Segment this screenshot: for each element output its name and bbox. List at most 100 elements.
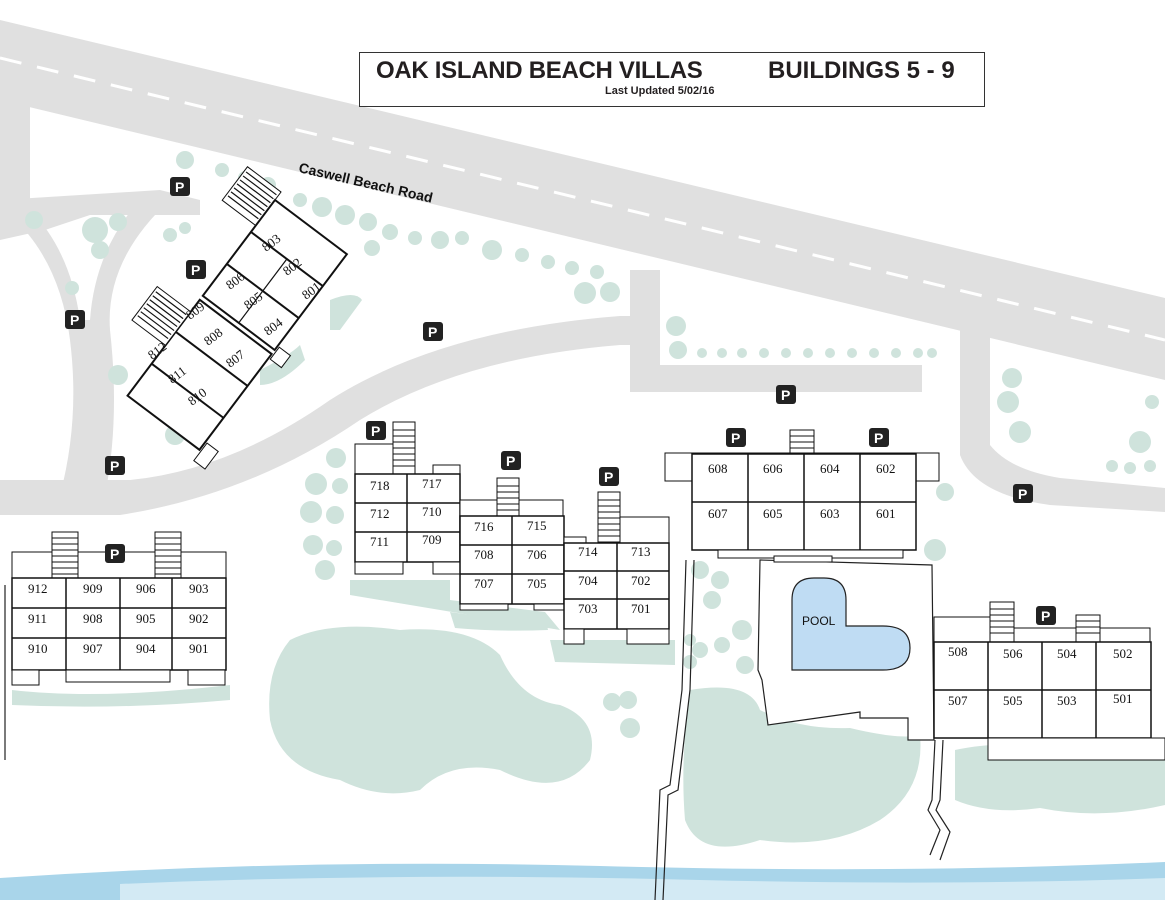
parking-icon: P [186, 260, 206, 279]
parking-markers: P P P P P P P P P P P P P P [65, 177, 1056, 625]
svg-text:P: P [604, 469, 613, 485]
pool-deck [757, 559, 935, 741]
walkways [4, 559, 951, 900]
unit-506: 506 [1003, 646, 1023, 661]
svg-text:P: P [175, 179, 184, 195]
unit-909: 909 [83, 581, 103, 596]
unit-911: 911 [28, 611, 47, 626]
building-6-unit-labels: 608 606 604 602 607 605 603 601 [708, 461, 896, 521]
building-9 [11, 531, 227, 686]
svg-text:P: P [1041, 608, 1050, 624]
unit-503: 503 [1057, 693, 1077, 708]
building-7a-unit-labels: 718 717 712 710 711 709 [370, 476, 442, 549]
unit-502: 502 [1113, 646, 1133, 661]
unit-709: 709 [422, 532, 442, 547]
unit-602: 602 [876, 461, 896, 476]
building-7b [459, 477, 565, 611]
svg-text:P: P [110, 458, 119, 474]
unit-908: 908 [83, 611, 103, 626]
svg-text:P: P [428, 324, 437, 340]
unit-910: 910 [28, 641, 48, 656]
unit-711: 711 [370, 534, 389, 549]
building-6 [664, 429, 940, 563]
ocean [0, 862, 1165, 900]
building-7a [354, 421, 461, 575]
unit-713: 713 [631, 544, 651, 559]
svg-text:P: P [110, 546, 119, 562]
unit-703: 703 [578, 601, 598, 616]
building-8 [126, 166, 349, 470]
parking-icon: P [776, 385, 796, 404]
unit-708: 708 [474, 547, 494, 562]
unit-712: 712 [370, 506, 390, 521]
parking-icon: P [869, 428, 889, 447]
unit-701: 701 [631, 601, 651, 616]
parking-icon: P [726, 428, 746, 447]
svg-text:P: P [506, 453, 515, 469]
svg-text:P: P [874, 430, 883, 446]
unit-508: 508 [948, 644, 968, 659]
unit-504: 504 [1057, 646, 1077, 661]
svg-text:P: P [191, 262, 200, 278]
unit-505: 505 [1003, 693, 1023, 708]
building-7c [563, 491, 670, 645]
svg-text:P: P [1018, 486, 1027, 502]
road-centerline [0, 56, 1165, 342]
unit-901: 901 [189, 641, 209, 656]
building-7c-unit-labels: 714 713 704 702 703 701 [578, 544, 651, 616]
unit-704: 704 [578, 573, 598, 588]
building-9-unit-labels: 912 909 906 903 911 908 905 902 910 907 … [28, 581, 209, 656]
svg-text:P: P [731, 430, 740, 446]
svg-text:P: P [371, 423, 380, 439]
unit-714: 714 [578, 544, 598, 559]
unit-607: 607 [708, 506, 728, 521]
unit-706: 706 [527, 547, 547, 562]
unit-507: 507 [948, 693, 968, 708]
parking-icon: P [105, 544, 125, 563]
roads [0, 20, 1165, 515]
title-box: OAK ISLAND BEACH VILLAS BUILDINGS 5 - 9 … [359, 52, 985, 107]
unit-716: 716 [474, 519, 494, 534]
parking-icon: P [170, 177, 190, 196]
unit-903: 903 [189, 581, 209, 596]
map-title: OAK ISLAND BEACH VILLAS [376, 57, 703, 84]
unit-715: 715 [527, 518, 547, 533]
parking-icon: P [366, 421, 386, 440]
pool-label: POOL [802, 614, 836, 628]
svg-text:P: P [70, 312, 79, 328]
unit-902: 902 [189, 611, 209, 626]
building-5 [933, 601, 1165, 761]
unit-717: 717 [422, 476, 442, 491]
parking-icon: P [1036, 606, 1056, 625]
buildings-range: BUILDINGS 5 - 9 [768, 57, 955, 84]
unit-904: 904 [136, 641, 156, 656]
unit-912: 912 [28, 581, 48, 596]
last-updated: Last Updated 5/02/16 [605, 85, 715, 97]
parking-icon: P [1013, 484, 1033, 503]
unit-705: 705 [527, 576, 547, 591]
parking-icon: P [65, 310, 85, 329]
unit-718: 718 [370, 478, 390, 493]
unit-906: 906 [136, 581, 156, 596]
unit-907: 907 [83, 641, 103, 656]
svg-text:P: P [781, 387, 790, 403]
unit-702: 702 [631, 573, 651, 588]
unit-604: 604 [820, 461, 840, 476]
unit-605: 605 [763, 506, 783, 521]
parking-icon: P [501, 451, 521, 470]
unit-905: 905 [136, 611, 156, 626]
building-7b-unit-labels: 716 715 708 706 707 705 [474, 518, 547, 591]
unit-501: 501 [1113, 691, 1133, 706]
unit-603: 603 [820, 506, 840, 521]
building-5-unit-labels: 508 506 504 502 507 505 503 501 [948, 644, 1133, 708]
parking-icon: P [599, 467, 619, 486]
unit-601: 601 [876, 506, 896, 521]
unit-606: 606 [763, 461, 783, 476]
unit-710: 710 [422, 504, 442, 519]
unit-608: 608 [708, 461, 728, 476]
parking-icon: P [105, 456, 125, 475]
vegetation [12, 151, 1165, 847]
unit-707: 707 [474, 576, 494, 591]
